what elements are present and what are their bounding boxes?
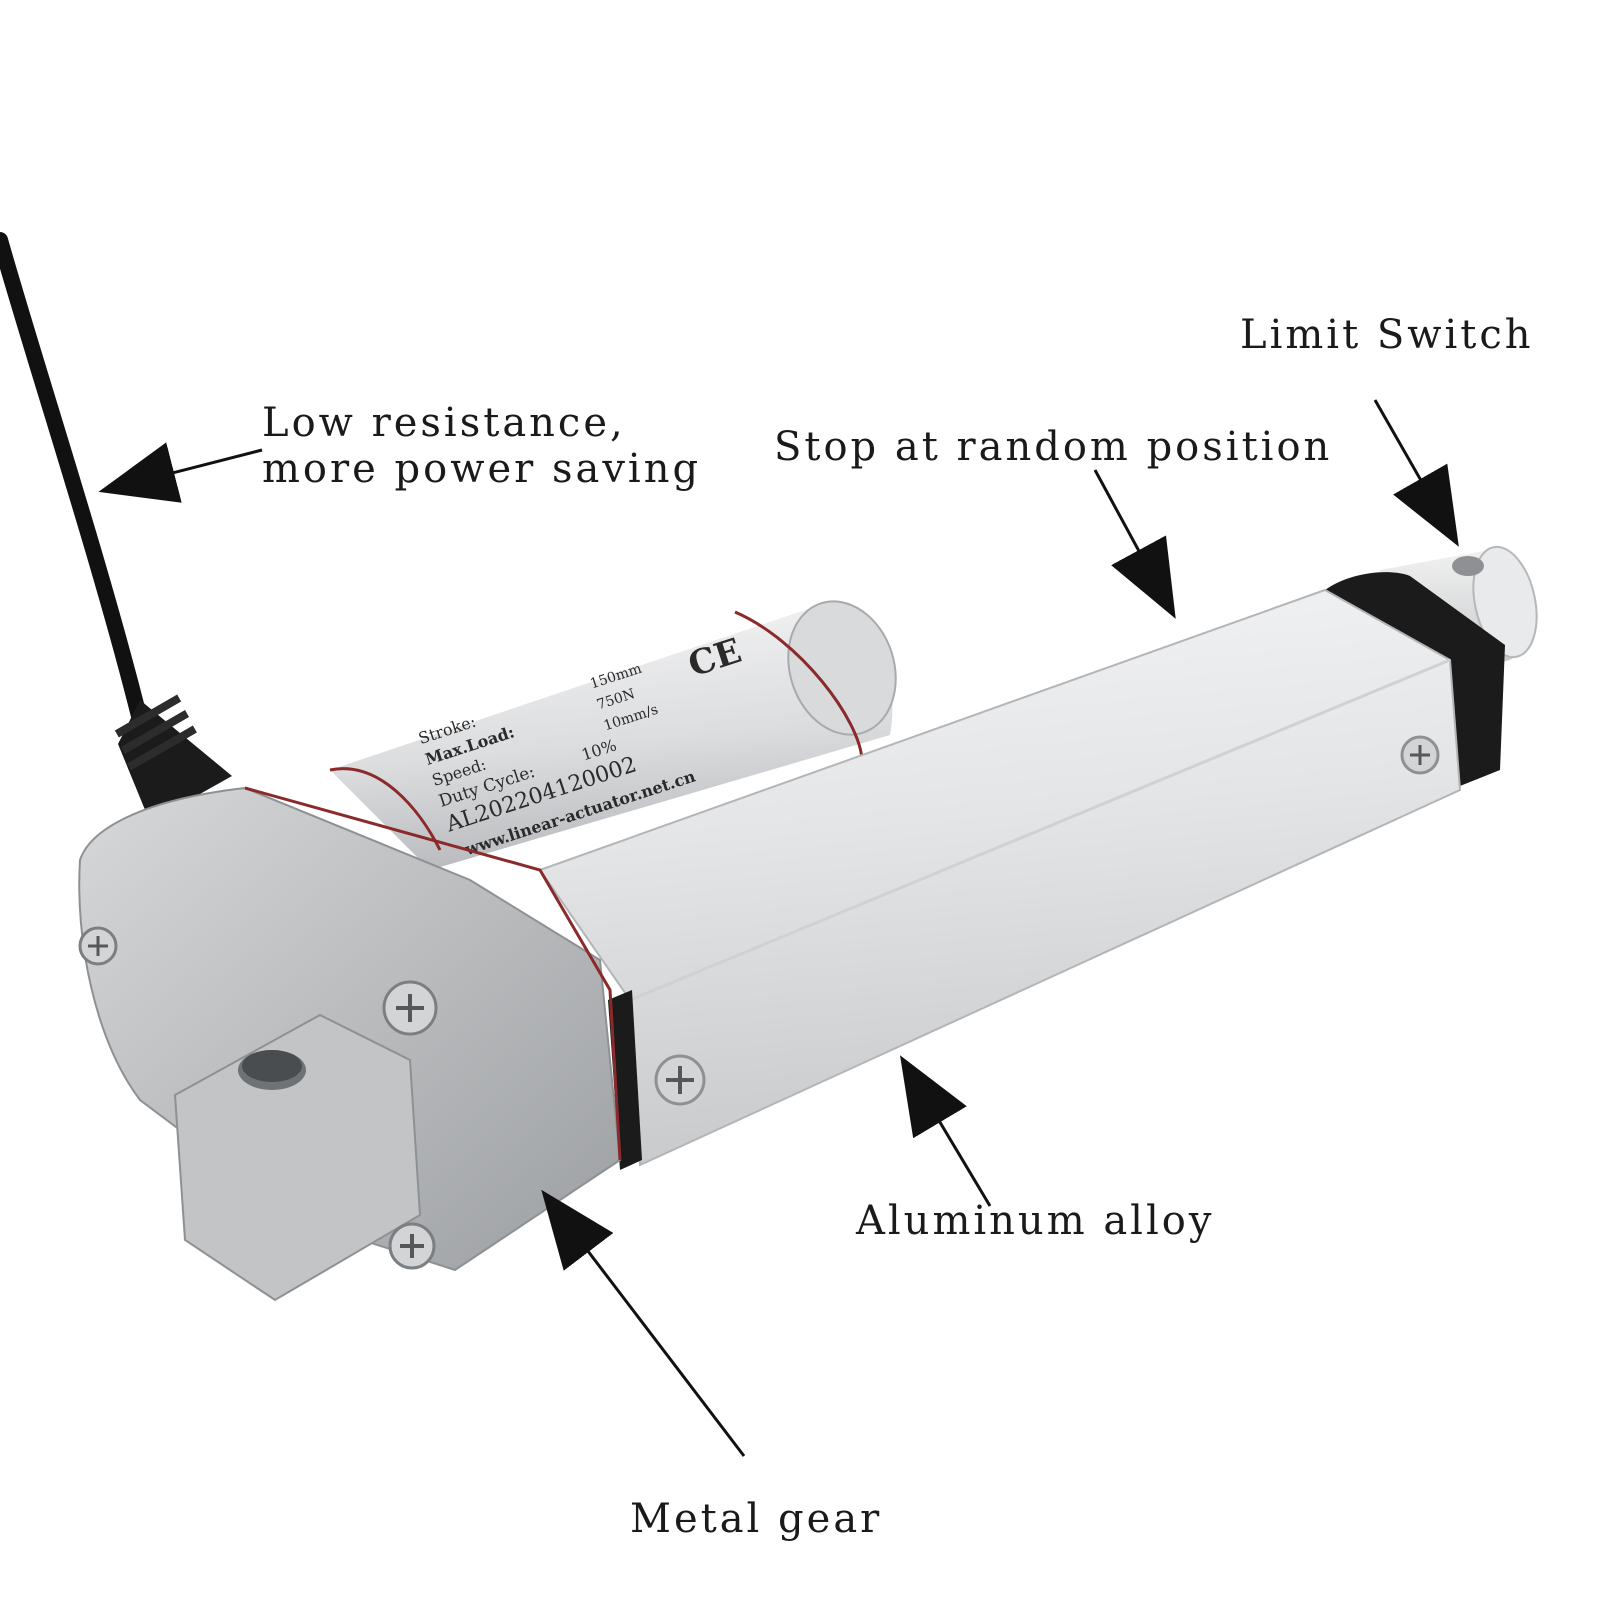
- housing-screw-top: [382, 980, 438, 1036]
- callout-limit-switch-text: Limit Switch: [1240, 312, 1534, 358]
- gearbox-housing: [78, 786, 622, 1302]
- tube-screw-back: [1400, 735, 1440, 775]
- callout-low-resistance-line1: Low resistance,: [262, 400, 626, 446]
- arrow-low-resistance: [98, 442, 263, 503]
- aluminum-tube: [538, 588, 1462, 1170]
- mounting-lug: [173, 1013, 422, 1302]
- callout-aluminum-alloy-text: Aluminum alloy: [856, 1198, 1215, 1244]
- callout-aluminum-alloy: Aluminum alloy: [856, 1198, 1214, 1244]
- callout-low-resistance-line2: more power saving: [262, 446, 702, 492]
- arrow-stop-position: [1093, 469, 1176, 619]
- callout-arrows: [98, 399, 1459, 1457]
- arrow-limit-switch: [1373, 399, 1459, 547]
- power-cable: [0, 232, 232, 822]
- callout-limit-switch: Limit Switch: [1240, 312, 1534, 358]
- housing-screw-bottom: [388, 1222, 436, 1270]
- arrow-metal-gear: [541, 1189, 746, 1457]
- callout-metal-gear-text: Metal gear: [630, 1496, 883, 1542]
- tube-screw-front: [654, 1054, 706, 1106]
- callout-low-resistance: Low resistance, more power saving: [262, 400, 701, 492]
- arrow-aluminum: [900, 1055, 992, 1207]
- housing-screw-left: [78, 926, 118, 966]
- end-cap-black: [1325, 572, 1505, 790]
- callout-stop-position-text: Stop at random position: [774, 424, 1333, 470]
- callout-metal-gear: Metal gear: [630, 1496, 882, 1542]
- callout-stop-position: Stop at random position: [774, 424, 1332, 470]
